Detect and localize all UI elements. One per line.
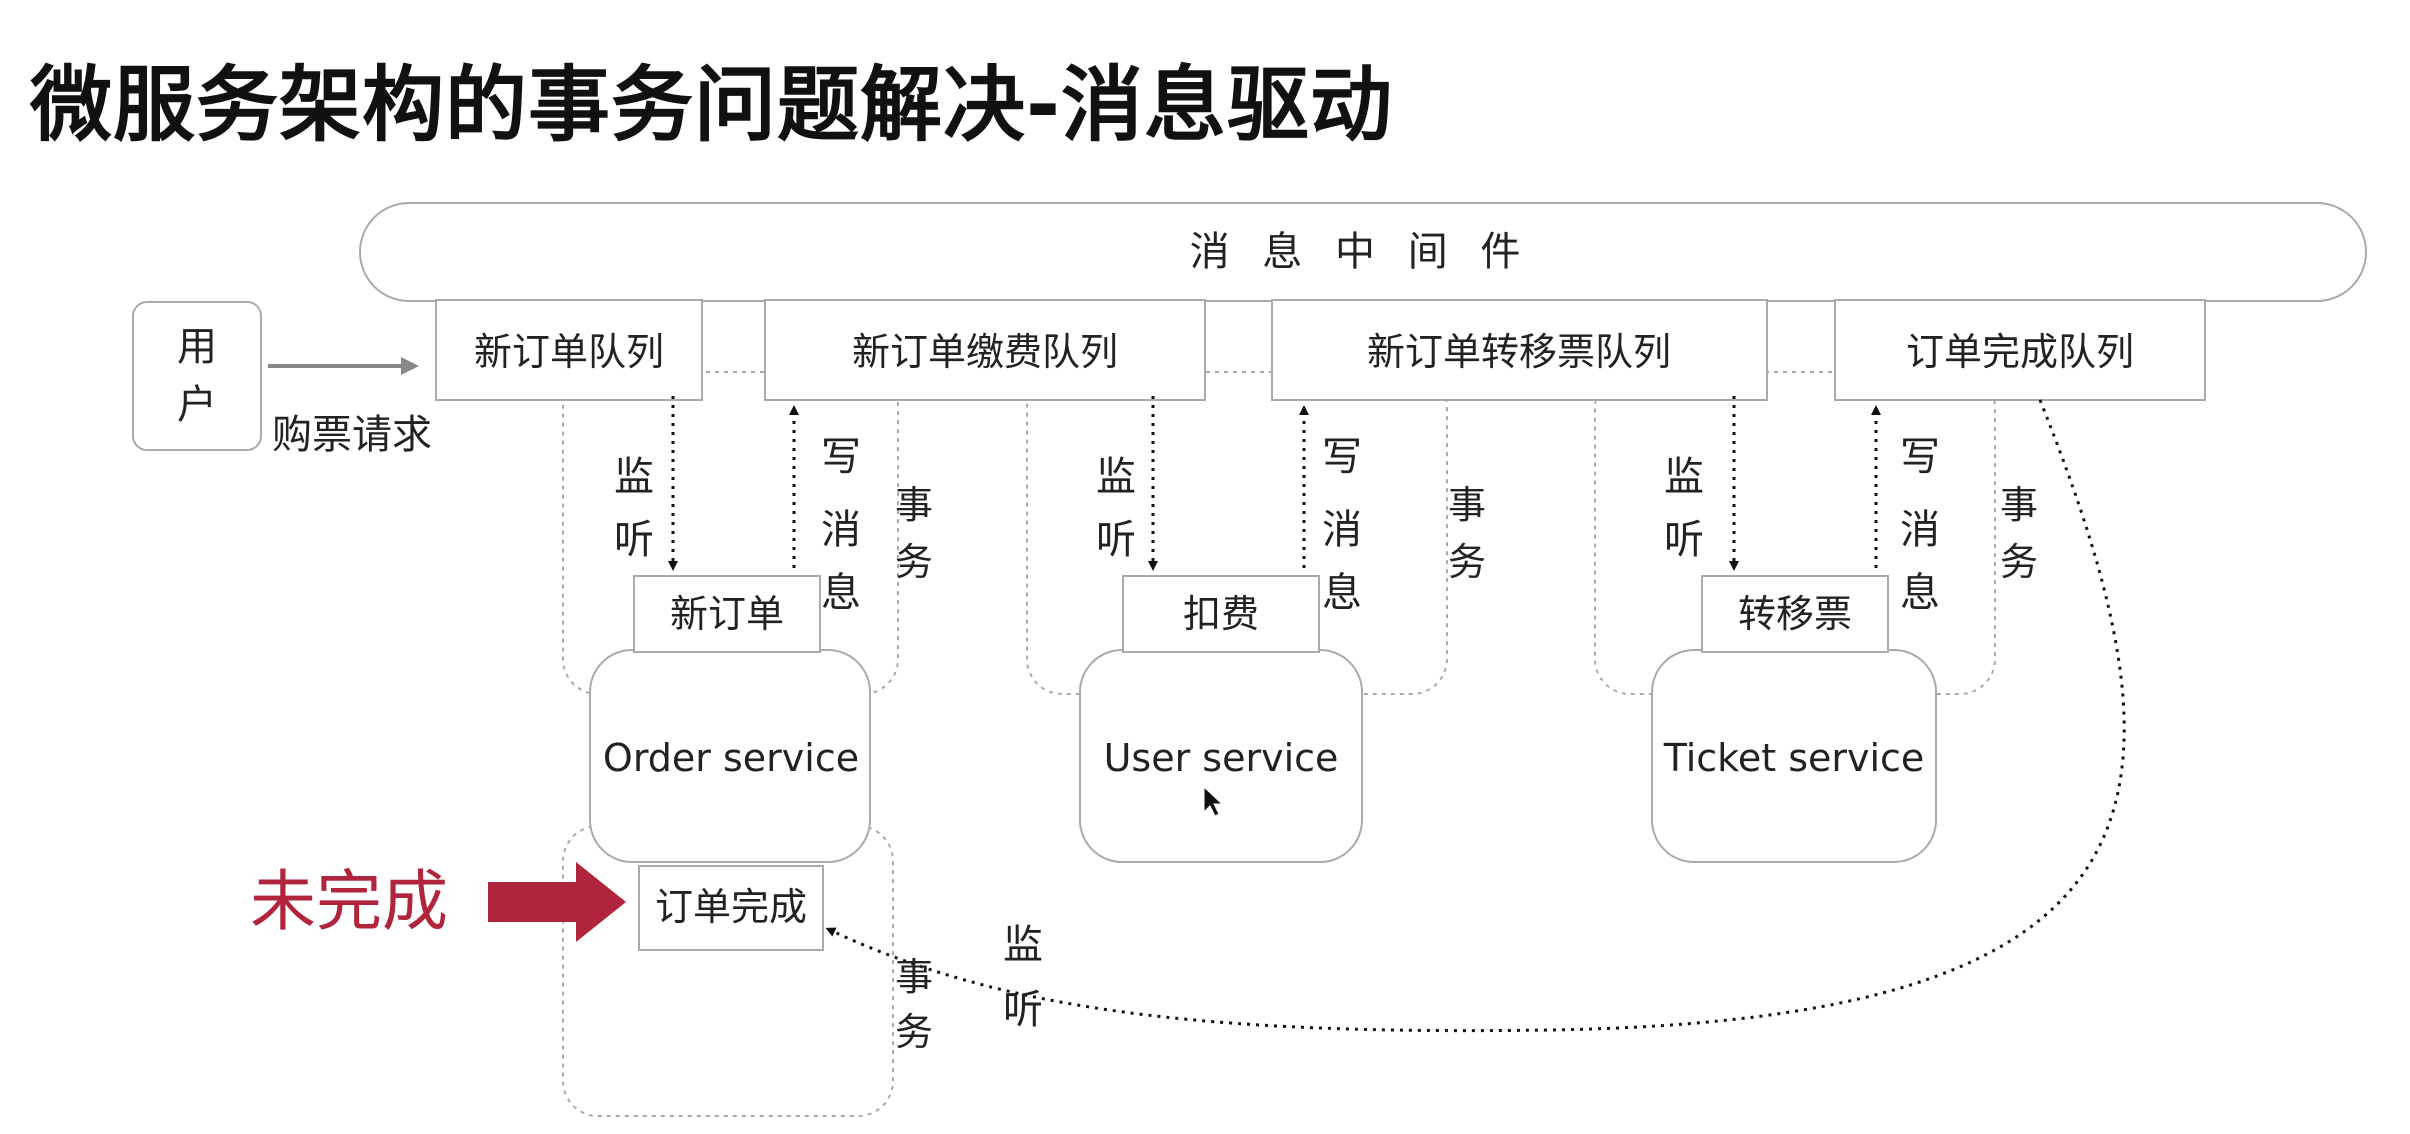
step-new-order [633,575,821,653]
order-service-label: Order service [603,736,859,780]
queue-new-order-payment [764,299,1206,401]
page-title: 微服务架构的事务问题解决-消息驱动 [30,58,1394,153]
ticket-service-label: Ticket service [1663,736,1925,780]
transaction-label-ticket-2: 务 [2000,540,2038,584]
queue-order-complete [1834,299,2206,401]
write-label-ticket-3: 息 [1900,570,1940,616]
step-label-deduct-fee: 扣费 [1183,592,1259,636]
listen-label-ticket-1: 监 [1664,454,1704,500]
queue-label-new-order-ticket-transfer: 新订单转移票队列 [1367,330,1671,374]
step-label-transfer-ticket: 转移票 [1738,592,1852,636]
queue-label-order-complete: 订单完成队列 [1906,330,2134,374]
user-box [132,301,262,451]
incomplete-status-label: 未完成 [250,863,448,940]
listen-label-order-2: 听 [614,517,654,563]
step-label-order-complete: 订单完成 [655,885,807,929]
transaction-region-user [1026,371,1448,695]
listen-label-order-1: 监 [614,454,654,500]
message-middleware-label: 消 息 中 间 件 [1190,229,1531,275]
step-order-complete [638,865,824,951]
user-label-line1: 用 [177,324,217,370]
write-label-ticket-2: 消 [1900,507,1940,553]
user-service-label: User service [1104,736,1339,780]
incomplete-arrow-icon [488,862,626,942]
queue-label-new-order: 新订单队列 [474,330,664,374]
request-label: 购票请求 [272,412,432,458]
queue-new-order-ticket-transfer [1271,299,1768,401]
transaction-label-ticket-1: 事 [2000,483,2038,527]
write-label-order-1: 写 [821,434,861,480]
transaction-label-complete-2: 务 [895,1010,933,1054]
user-label-line2: 户 [177,382,217,428]
queue-new-order [435,299,703,401]
transaction-label-complete-1: 事 [895,955,933,999]
transaction-label-order-1: 事 [895,483,933,527]
listen-label-user-2: 听 [1096,517,1136,563]
write-label-user-3: 息 [1322,570,1362,616]
write-label-user-1: 写 [1322,434,1362,480]
transaction-label-order-2: 务 [895,540,933,584]
queue-label-new-order-payment: 新订单缴费队列 [852,330,1118,374]
step-deduct-fee [1122,575,1320,653]
listen-label-complete-1: 监 [1003,922,1043,968]
write-label-order-2: 消 [821,507,861,553]
listen-label-user-1: 监 [1096,454,1136,500]
mouse-cursor-icon [1203,785,1224,817]
transaction-label-user-1: 事 [1448,483,1486,527]
write-label-ticket-1: 写 [1900,434,1940,480]
write-label-order-3: 息 [821,570,861,616]
step-transfer-ticket [1701,575,1889,653]
transaction-label-user-2: 务 [1448,540,1486,584]
listen-label-ticket-2: 听 [1664,517,1704,563]
step-label-new-order: 新订单 [670,592,784,636]
listen-label-complete-2: 听 [1003,987,1043,1033]
write-label-user-2: 消 [1322,507,1362,553]
